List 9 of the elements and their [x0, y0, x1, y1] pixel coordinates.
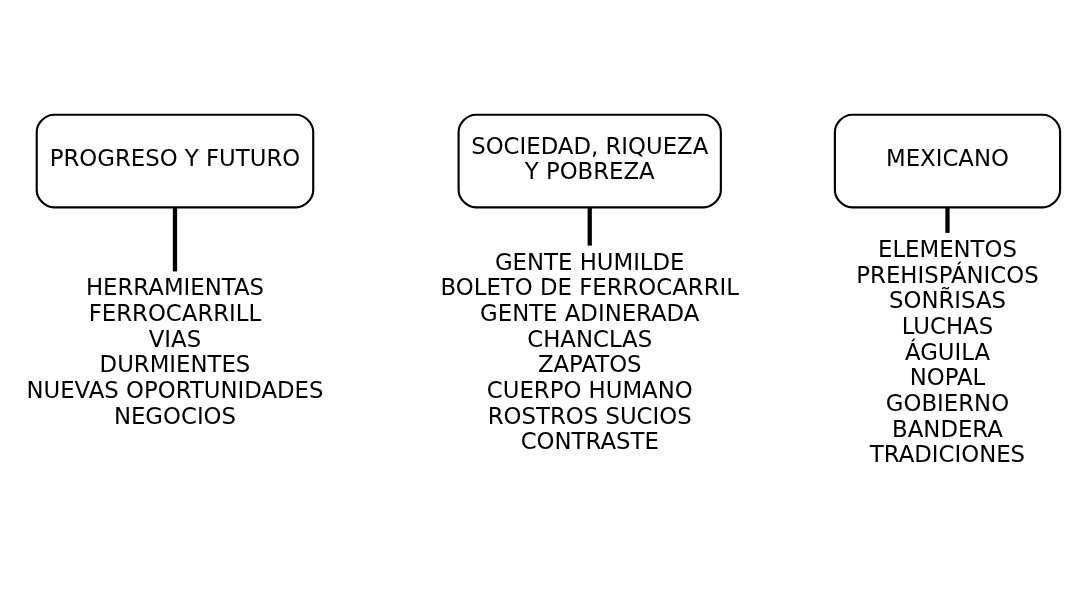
node-text: HERRAMIENTAS FERROCARRILL VIAS DURMIENTES NUEVAS OPORTUNIDADES NEGOCIOS — [26, 274, 324, 429]
connector — [587, 207, 592, 246]
connector — [945, 207, 950, 233]
node-text: ELEMENTOS PREHISPÁNICOS SONR̃ISAS LUCHAS ÁGUILA NOPAL GOBIERNO BANDERA TRADICIONES — [856, 235, 1039, 468]
connector — [172, 207, 178, 272]
node-box: SOCIEDAD, RIQUEZA Y POBREZA — [457, 113, 722, 209]
node-box: PROGRESO Y FUTURO — [35, 113, 315, 209]
node-text: GENTE HUMILDE BOLETO DE FERROCARRIL GENTE ADINERADA CHANCLAS ZAPATOS CUERPO HUMANO ROSTROS SUCIOS CONTRASTE — [440, 248, 739, 455]
node-box: MEXICANO — [833, 113, 1062, 209]
